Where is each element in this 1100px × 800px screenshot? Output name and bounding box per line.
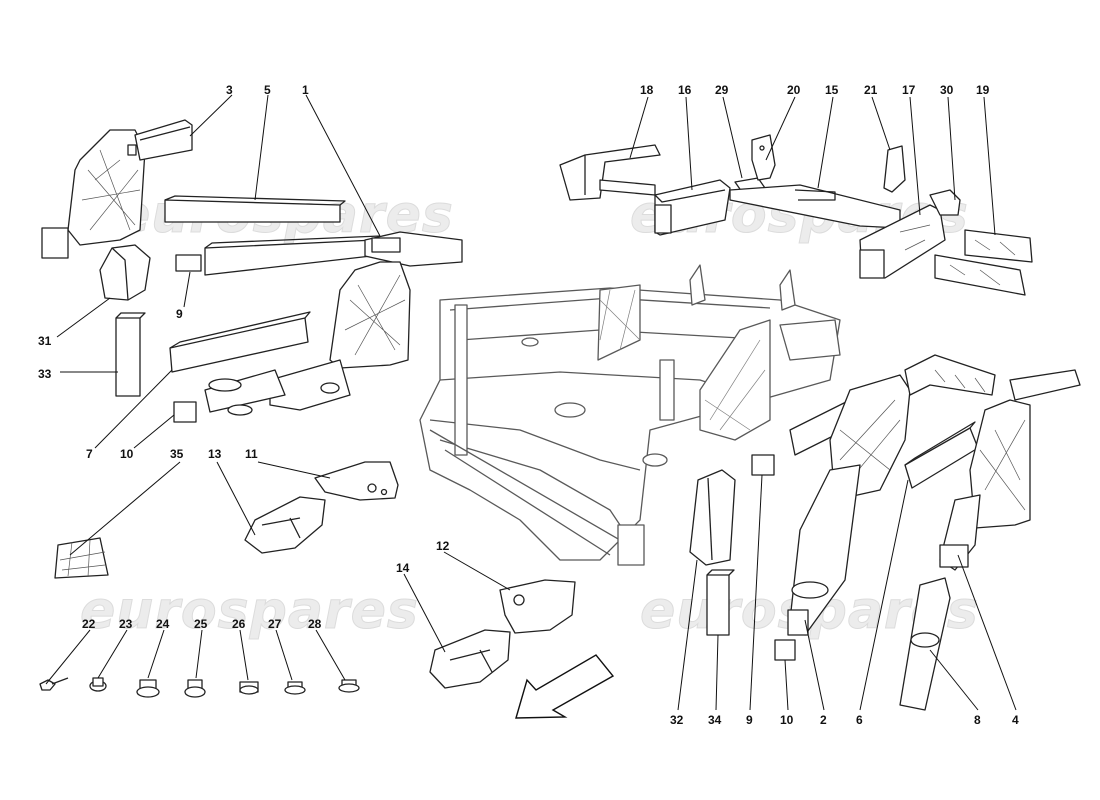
- part-2-side-frame: [787, 374, 911, 636]
- part-30-clip: [929, 189, 961, 216]
- fastener-25: [184, 679, 206, 698]
- callout-33: 33: [38, 367, 52, 381]
- watermark-bottom-left: eurospares: [80, 581, 419, 641]
- callout-18: 18: [640, 83, 654, 97]
- part-13-mount: [244, 496, 326, 554]
- callout-25: 25: [194, 617, 208, 631]
- callout-21: 21: [864, 83, 878, 97]
- fastener-23: [89, 677, 107, 692]
- callout-23: 23: [119, 617, 133, 631]
- callout-6: 6: [856, 713, 863, 727]
- part-5-crossbeam: [164, 195, 346, 223]
- part-9-block-left: [175, 254, 202, 272]
- part-10-block-right: [774, 639, 796, 661]
- part-31-bracket: [99, 244, 151, 301]
- fastener-26: [239, 681, 259, 695]
- callout-16: 16: [678, 83, 692, 97]
- part-6-tube: [904, 421, 979, 489]
- chassis-frame: [419, 264, 841, 566]
- fastener-28: [338, 679, 360, 693]
- callout-9-left: 9: [176, 307, 183, 321]
- callout-22: 22: [82, 617, 96, 631]
- part-9-block-right: [751, 454, 775, 476]
- part-21-bracket: [883, 145, 906, 193]
- callout-7: 7: [86, 447, 93, 461]
- callout-10-right: 10: [780, 713, 794, 727]
- callout-9-right: 9: [746, 713, 753, 727]
- callout-4: 4: [1012, 713, 1019, 727]
- callout-10-left: 10: [120, 447, 134, 461]
- callout-11: 11: [245, 447, 258, 461]
- callout-34: 34: [708, 713, 722, 727]
- callout-12: 12: [436, 539, 450, 553]
- fastener-24: [136, 679, 160, 698]
- part-12-mount: [499, 579, 576, 634]
- callout-5: 5: [264, 83, 271, 97]
- callout-30: 30: [940, 83, 954, 97]
- callout-29: 29: [715, 83, 729, 97]
- leader-lines: [45, 94, 1017, 711]
- callout-2: 2: [820, 713, 827, 727]
- callout-19: 19: [976, 83, 990, 97]
- direction-arrow: [515, 654, 615, 719]
- callout-labels: 3 5 1 9 31 33 7 10 35 13 11 22 23 24 25 …: [38, 83, 1019, 727]
- callout-24: 24: [156, 617, 170, 631]
- part-19-rail: [934, 229, 1033, 296]
- fastener-22: [39, 677, 69, 691]
- callout-28: 28: [308, 617, 322, 631]
- part-16-beam: [654, 179, 731, 236]
- part-8-tube: [899, 577, 951, 711]
- part-17-frame: [859, 204, 946, 279]
- part-20-plate: [751, 134, 776, 181]
- part-7-tube: [169, 311, 311, 416]
- callout-20: 20: [787, 83, 801, 97]
- callout-15: 15: [825, 83, 839, 97]
- part-3-rear-bracket: [41, 119, 193, 259]
- fastener-27: [284, 681, 306, 695]
- callout-26: 26: [232, 617, 246, 631]
- part-rear-crossmember: [904, 354, 996, 396]
- part-1-side-frame: [204, 231, 463, 411]
- callout-13: 13: [208, 447, 222, 461]
- callout-35: 35: [170, 447, 184, 461]
- callout-3: 3: [226, 83, 233, 97]
- callout-8: 8: [974, 713, 981, 727]
- part-11-mount: [314, 461, 399, 501]
- part-33-tube: [115, 312, 146, 397]
- part-14-mount: [429, 629, 511, 689]
- callout-14: 14: [396, 561, 410, 575]
- part-18-bracket: [559, 144, 661, 201]
- part-10-block-left: [173, 401, 197, 423]
- callout-27: 27: [268, 617, 282, 631]
- callout-1: 1: [302, 83, 309, 97]
- part-35-cover: [54, 537, 109, 579]
- callout-32: 32: [670, 713, 684, 727]
- callout-31: 31: [38, 334, 52, 348]
- part-4-side-frame: [939, 369, 1081, 571]
- part-32-bracket: [689, 469, 736, 566]
- callout-17: 17: [902, 83, 916, 97]
